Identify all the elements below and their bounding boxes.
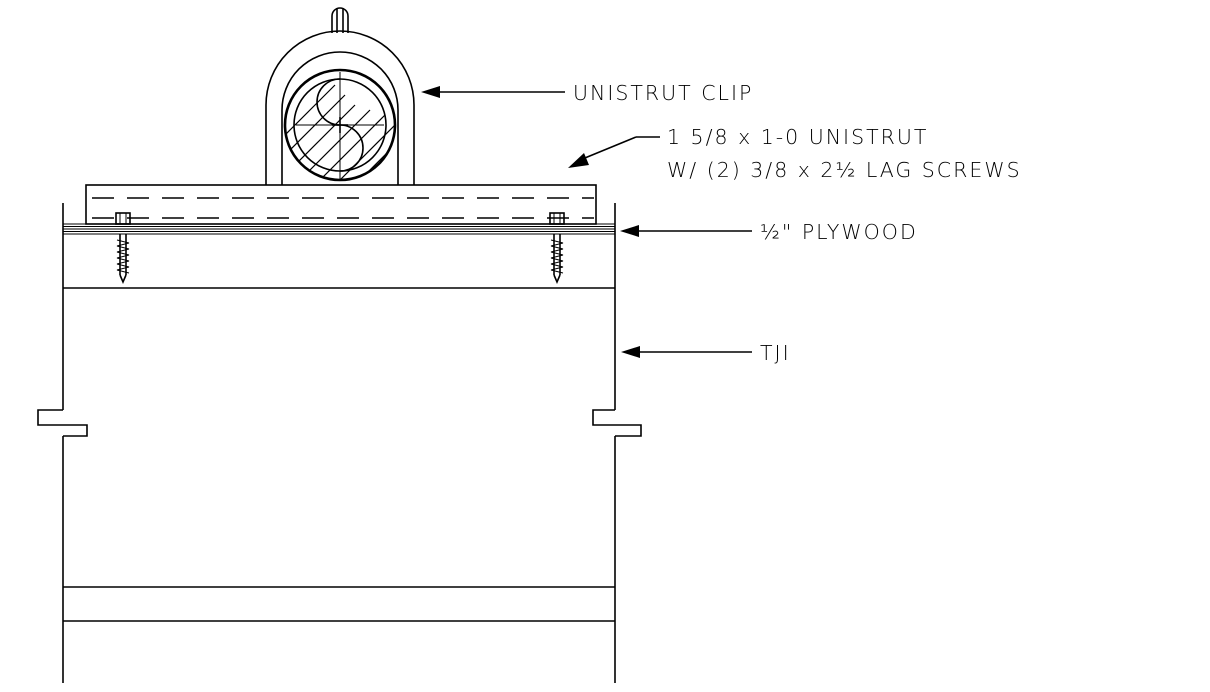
label-unistrut-clip: UNISTRUT CLIP: [573, 81, 753, 105]
tji-joist: [37, 203, 642, 683]
unistrut-channel: [85, 184, 597, 225]
unistrut-clip: [265, 7, 415, 185]
leader-tji: [621, 346, 752, 358]
label-tji: TJI: [760, 341, 791, 365]
label-unistrut-line2: W/ (2) 3/8 x 2½ LAG SCREWS: [667, 158, 1022, 182]
pipe-section: [283, 68, 397, 182]
leader-unistrut: [568, 136, 660, 168]
leader-unistrut-clip: [421, 86, 565, 98]
label-plywood: ½" PLYWOOD: [760, 220, 918, 244]
leader-plywood: [620, 225, 752, 237]
plywood-layer: [63, 223, 615, 235]
lag-screw-right: [549, 212, 565, 285]
lag-screw-left: [115, 212, 131, 285]
label-unistrut-line1: 1 5/8 x 1-0 UNISTRUT: [667, 125, 928, 149]
